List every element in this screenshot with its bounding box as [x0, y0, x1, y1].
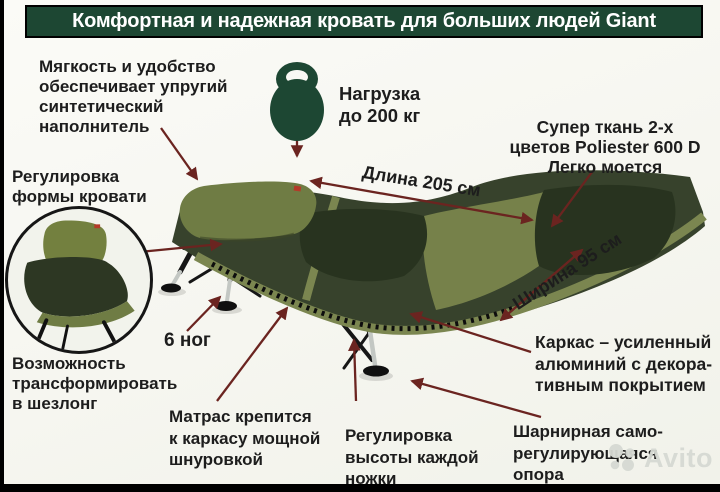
folded-bed-drawing: [24, 220, 135, 351]
callout-leg-height-adjust: Регулировка высоты каждой ножки: [345, 426, 479, 488]
folded-bed-inset-photo: [5, 206, 153, 354]
callout-transform-recliner: Возможность трансформировать в шезлонг: [12, 354, 178, 413]
annotation-arrows: [128, 127, 593, 419]
avito-logo-icon: [609, 444, 635, 471]
watermark-text: Avito: [644, 442, 713, 473]
callout-mattress-lacing: Матрас крепится к каркасу мощной шнуровк…: [169, 407, 321, 469]
callout-shape-adjust: Регулировка формы кровати: [12, 167, 147, 206]
callout-softness: Мягкость и удобство обеспечивает упругий…: [39, 57, 228, 136]
avito-watermark: Avito: [605, 442, 713, 474]
callout-legs-count: 6 ног: [164, 330, 211, 351]
callout-fabric: Супер ткань 2-х цветов Poliester 600 D Л…: [509, 117, 701, 177]
kettlebell-icon: [270, 62, 324, 141]
callout-load-capacity: Нагрузка до 200 кг: [339, 83, 421, 126]
title-banner: Комфортная и надежная кровать для больши…: [25, 5, 703, 38]
page-title: Комфортная и надежная кровать для больши…: [72, 10, 656, 32]
callout-frame: Каркас – усиленный алюминий с декора- ти…: [535, 332, 713, 395]
product-scene: [128, 127, 707, 419]
